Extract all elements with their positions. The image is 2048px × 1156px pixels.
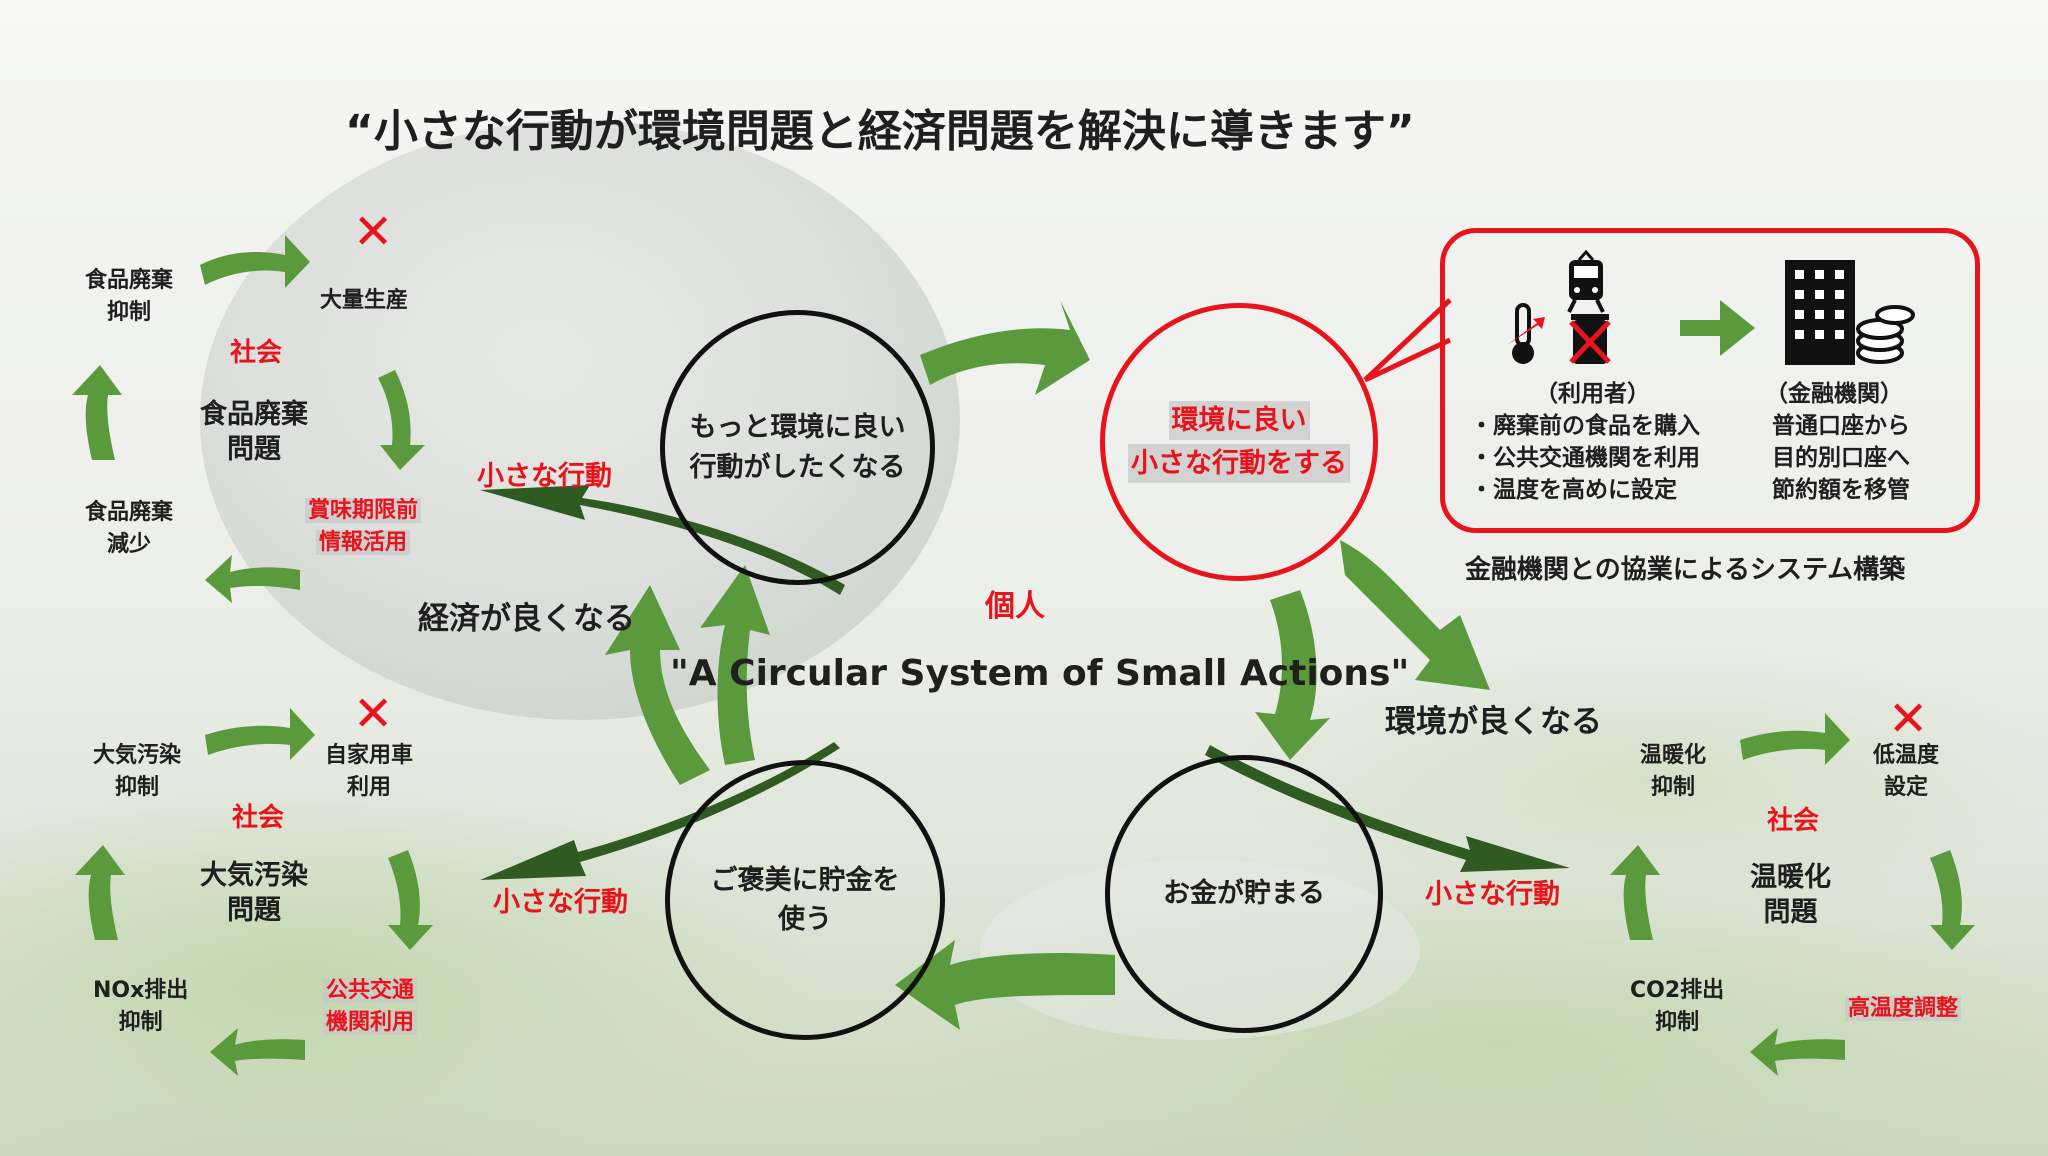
circle-text: もっと環境に良い <box>689 412 906 444</box>
x-mark-icon: ✕ <box>1888 691 1929 747</box>
callout-footer: 金融機関との協業によるシステム構築 <box>1465 555 1906 585</box>
air-top-left: 大気汚染抑制 <box>93 743 182 800</box>
food-problem: 食品廃棄問題 <box>200 399 308 466</box>
arrow-icon <box>75 845 125 940</box>
air-society-label: 社会 <box>232 803 285 833</box>
food-top-left: 食品廃棄抑制 <box>85 268 174 325</box>
individual-label: 個人 <box>985 589 1045 624</box>
circle-text: お金が貯まる <box>1163 878 1325 910</box>
warming-top-left: 温暖化抑制 <box>1640 743 1707 800</box>
arrow-icon <box>605 585 710 785</box>
arrow-icon <box>388 850 433 950</box>
center-caption: "A Circular System of Small Actions" <box>670 653 1410 694</box>
icon-group-bank <box>1785 260 1915 365</box>
warming-bottom-left: CO2排出抑制 <box>1630 978 1725 1035</box>
circle-text: ご褒美に貯金を <box>710 864 900 896</box>
air-top-right: 自家用車利用 <box>325 743 414 800</box>
user-item: ・廃棄前の食品を購入 <box>1470 413 1700 439</box>
air-bottom-right: 公共交通機関利用 <box>323 975 418 1039</box>
food-bottom-right: 賞味期限前情報活用 <box>305 495 422 559</box>
office-building-icon <box>1785 260 1855 365</box>
small-action-label: 小さな行動 <box>477 461 612 492</box>
warming-problem: 温暖化問題 <box>1750 862 1831 929</box>
arrow-icon <box>920 300 1090 395</box>
user-heading: （利用者） <box>1535 381 1650 407</box>
arrow-icon <box>1255 590 1330 760</box>
arrow-icon <box>378 370 425 470</box>
thermometer-icon <box>1507 303 1545 364</box>
warming-top-right: 低温度設定 <box>1873 743 1940 800</box>
arrow-icon <box>1610 845 1660 940</box>
icon-group-user <box>1507 250 1611 364</box>
arrow-icon <box>1680 300 1755 356</box>
bank-heading: （金融機関） <box>1765 381 1903 407</box>
food-top-right: 大量生産 <box>320 288 409 313</box>
arrow-icon <box>1205 745 1570 872</box>
environment-better-label: 環境が良くなる <box>1385 704 1602 740</box>
warming-society-label: 社会 <box>1767 806 1820 836</box>
arrow-icon <box>210 1028 305 1076</box>
arrow-icon <box>205 555 300 603</box>
bank-line: 節約額を移管 <box>1772 477 1910 503</box>
page-title: “小さな行動が環境問題と経済問題を解決に導きます” <box>345 106 1415 157</box>
cycle-circle-do-small-action: 環境に良い 小さな行動をする <box>1100 303 1378 581</box>
cycle-circle-reward-spend: ご褒美に貯金を 使う <box>665 760 945 1040</box>
air-bottom-left: NOx排出抑制 <box>93 978 189 1035</box>
circle-text: 小さな行動をする <box>1128 444 1350 484</box>
small-action-label: 小さな行動 <box>493 887 628 918</box>
circle-text: 環境に良い <box>1168 400 1310 440</box>
arrow-icon <box>480 485 845 595</box>
x-mark-icon: ✕ <box>353 204 394 260</box>
user-item: ・公共交通機関を利用 <box>1470 445 1700 471</box>
arrow-icon <box>72 365 122 460</box>
financial-callout-box <box>1440 228 1980 533</box>
air-problem: 大気汚染問題 <box>200 860 308 927</box>
circle-text: 使う <box>778 904 832 935</box>
arrow-icon <box>1930 850 1975 950</box>
arrow-icon <box>1750 1028 1845 1076</box>
trash-can-icon <box>1569 314 1611 364</box>
arrow-icon <box>205 708 315 760</box>
cycle-circle-save-money: お金が貯まる <box>1105 755 1383 1033</box>
arrow-icon <box>480 742 840 880</box>
user-item: ・温度を高めに設定 <box>1470 477 1677 503</box>
train-icon <box>1567 250 1605 313</box>
small-action-label: 小さな行動 <box>1425 879 1560 910</box>
food-society-label: 社会 <box>230 338 283 368</box>
arrow-icon <box>895 940 1115 1030</box>
cycle-circle-want-more: もっと環境に良い 行動がしたくなる <box>660 310 935 585</box>
arrow-icon <box>1340 540 1490 690</box>
arrow-icon <box>1740 713 1850 765</box>
circle-text: 行動がしたくなる <box>689 451 906 483</box>
arrow-icon <box>200 235 310 288</box>
economy-better-label: 経済が良くなる <box>418 601 635 637</box>
arrow-icon <box>700 565 770 765</box>
bank-line: 普通口座から <box>1772 413 1910 439</box>
food-bottom-left: 食品廃棄減少 <box>85 500 174 557</box>
bank-line: 目的別口座へ <box>1772 445 1910 471</box>
coin-stack-icon <box>1856 305 1915 364</box>
warming-bottom-right: 高温度調整 <box>1845 993 1962 1025</box>
x-mark-icon: ✕ <box>353 686 394 742</box>
